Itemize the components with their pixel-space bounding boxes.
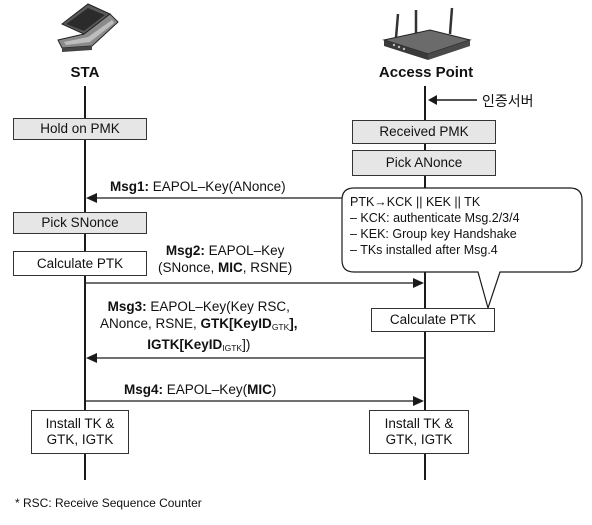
msg2-arrow — [86, 278, 424, 288]
msg4-part-a: EAPOL–Key( — [166, 382, 248, 397]
msg4-arrow — [86, 396, 424, 406]
msg2-line1-text: EAPOL–Key — [208, 243, 285, 258]
callout-line4: – TKs installed after Msg.4 — [350, 243, 498, 257]
pick-anonce-box: Pick ANonce — [352, 150, 496, 176]
callout-line2: – KCK: authenticate Msg.2/3/4 — [350, 211, 520, 225]
msg3-line2: ANonce, RSNE, GTK[KeyIDGTK], — [100, 315, 298, 336]
msg3-line1: Msg3: EAPOL–Key(Key RSC, — [100, 298, 298, 315]
msg3-gtk: GTK[KeyIDGTK], — [200, 316, 298, 332]
msg2-line2: (SNonce, MIC, RSNE) — [158, 259, 292, 276]
msg3-line2-part-a: ANonce, RSNE, — [100, 316, 201, 331]
ap-install-keys-box: Install TK & GTK, IGTK — [369, 410, 469, 454]
auth-server-arrow — [428, 95, 477, 105]
msg1-label: Msg1: EAPOL–Key(ANonce) — [110, 178, 286, 195]
callout-line1: PTK→KCK || KEK || TK — [350, 195, 481, 209]
msg2-line1: Msg2: EAPOL–Key — [158, 242, 292, 259]
received-pmk-box: Received PMK — [352, 120, 496, 144]
msg1-content: EAPOL–Key(ANonce) — [152, 179, 286, 194]
msg4-label: Msg4: EAPOL–Key(MIC) — [124, 381, 276, 398]
msg3-igtk-end: ]) — [242, 337, 251, 352]
sta-label: STA — [70, 64, 100, 81]
access-point-label: Access Point — [378, 64, 474, 81]
msg3-igtk-text: IGTK[KeyID — [147, 337, 223, 352]
msg3-igtk: IGTK[KeyIDIGTK — [147, 337, 243, 353]
msg3-gtk-text: GTK[KeyID — [200, 316, 272, 331]
sta-install-keys-box: Install TK & GTK, IGTK — [31, 410, 129, 454]
ap-calculate-ptk-box: Calculate PTK — [371, 308, 495, 332]
msg2-label: Msg2: EAPOL–Key (SNonce, MIC, RSNE) — [158, 242, 292, 276]
callout-line3: – KEK: Group key Handshake — [350, 227, 517, 241]
msg3-arrow — [86, 353, 424, 363]
auth-server-label: 인증서버 — [482, 94, 534, 110]
ptk-callout-bubble — [341, 187, 583, 311]
laptop-icon — [57, 3, 119, 52]
msg3-gtk-end: ], — [289, 316, 298, 331]
msg1-tag: Msg1: — [110, 179, 150, 194]
msg4-part-b: ) — [271, 382, 277, 397]
sta-lifeline — [84, 86, 86, 480]
msg2-line2-part-a: (SNonce, — [158, 260, 219, 275]
msg4-tag: Msg4: — [124, 382, 164, 397]
msg3-tag: Msg3: — [107, 299, 147, 314]
msg3-line3: IGTK[KeyIDIGTK]) — [100, 336, 298, 357]
hold-on-pmk-box: Hold on PMK — [13, 118, 147, 140]
ap-lifeline — [424, 86, 426, 480]
msg4-mic: MIC — [247, 382, 272, 397]
ptk-callout-text: PTK→KCK || KEK || TK – KCK: authenticate… — [350, 194, 520, 258]
wireless-router-icon — [382, 7, 472, 60]
pick-snonce-box: Pick SNonce — [13, 212, 147, 234]
msg3-gtk-subscript: GTK — [271, 322, 290, 332]
msg2-mic: MIC — [218, 260, 243, 275]
msg3-label: Msg3: EAPOL–Key(Key RSC, ANonce, RSNE, G… — [100, 298, 298, 357]
sta-calculate-ptk-box: Calculate PTK — [13, 251, 147, 276]
msg2-line2-part-b: , RSNE) — [242, 260, 293, 275]
msg2-tag: Msg2: — [165, 243, 205, 258]
msg3-igtk-subscript: IGTK — [222, 343, 243, 353]
footnote: * RSC: Receive Sequence Counter — [15, 496, 202, 510]
msg3-line1-text: EAPOL–Key(Key RSC, — [150, 299, 290, 314]
